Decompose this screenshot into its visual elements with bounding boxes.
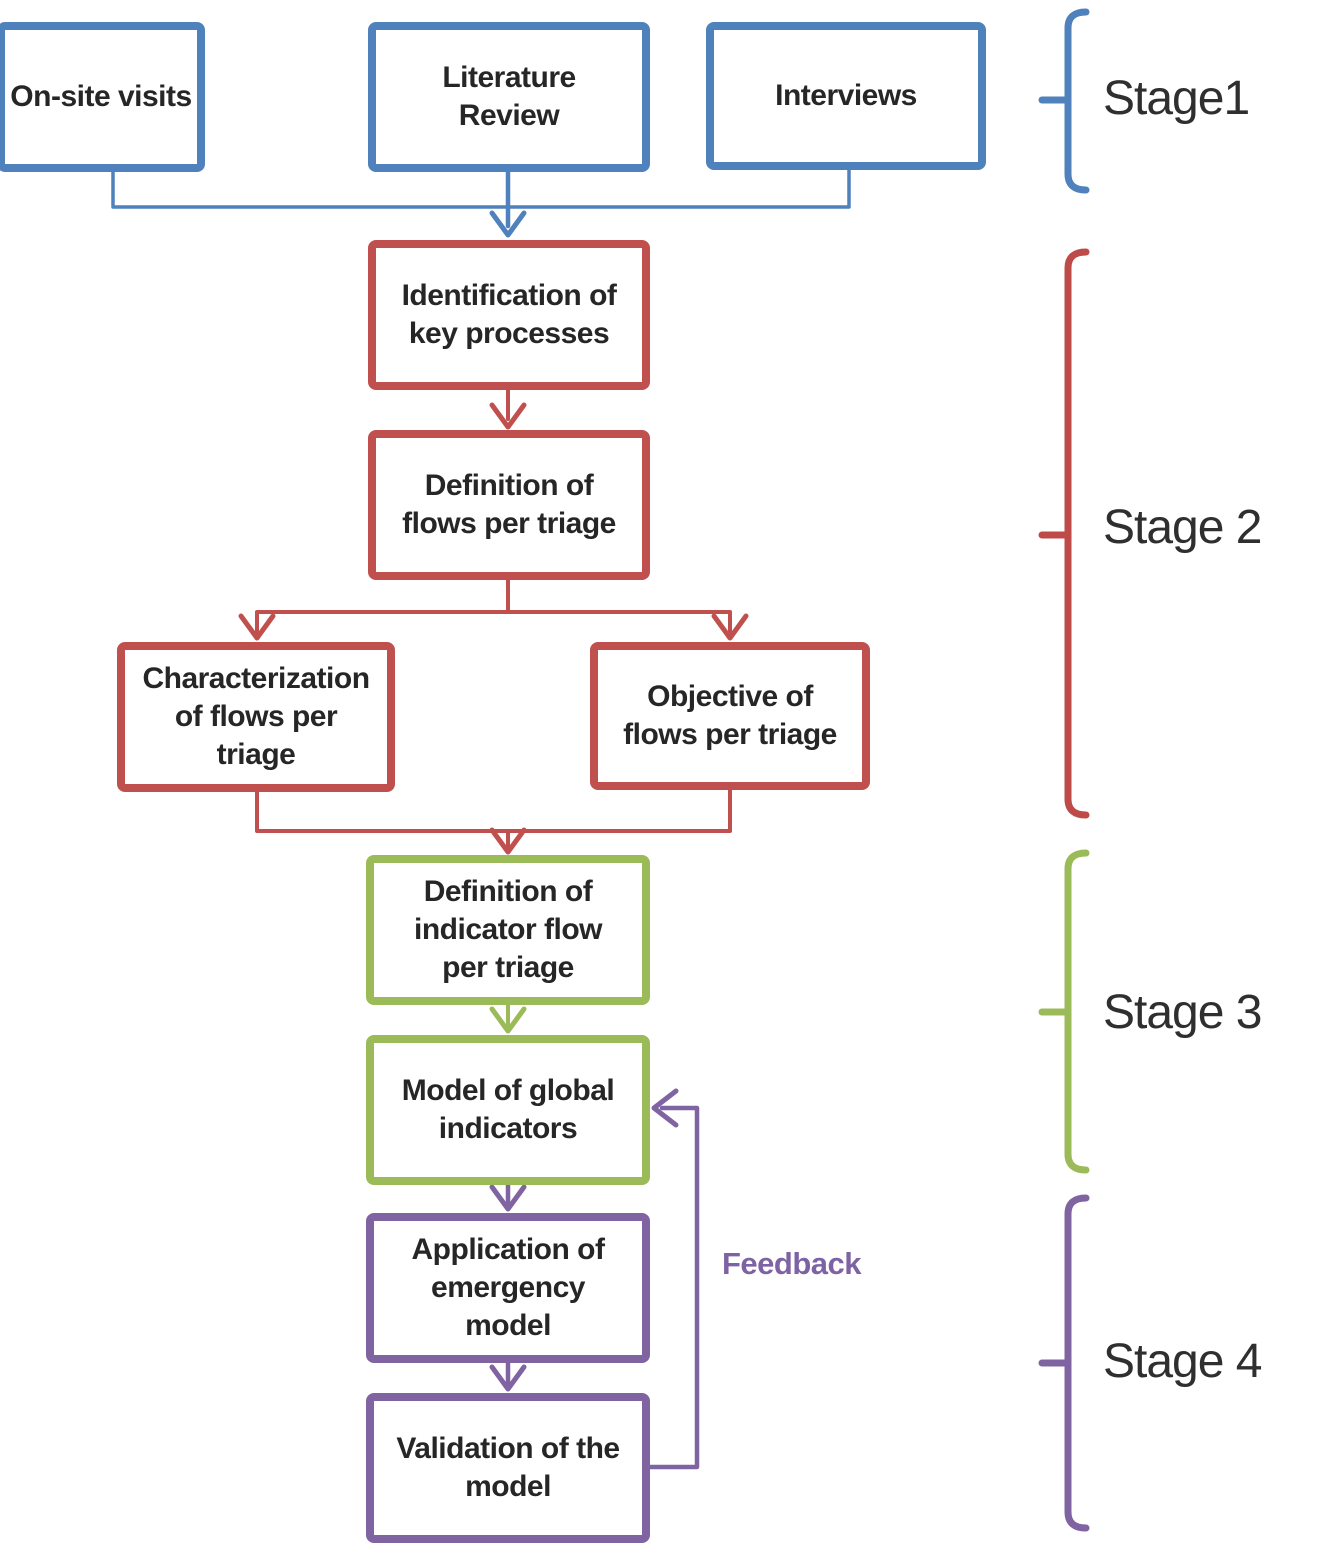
stage4-brace [1038,1194,1090,1532]
box-interviews: Interviews [706,22,986,170]
stage3-label: Stage 3 [1103,986,1262,1039]
box-characterization-flows-per-triage: Characterization of flows per triage [117,642,395,792]
box-model-global-label: Model of global indicators [401,1074,615,1145]
box-definition-flows-per-triage: Definition of flows per triage [368,430,650,580]
box-literature-review: Literature Review [368,22,650,172]
box-identification-key-processes: Identification of key processes [368,240,650,390]
arrow-into-definition-indicator [489,827,527,855]
box-validation-model: Validation of the model [366,1393,650,1543]
stage3-connectors [489,1003,527,1034]
box-model-global-indicators: Model of global indicators [366,1035,650,1185]
stage1-brace [1038,8,1090,194]
box-application-emergency-model: Application of emergency model [366,1213,650,1363]
arrow-into-application [489,1184,527,1212]
stage1-label: Stage1 [1103,72,1250,125]
feedback-label: Feedback [722,1246,862,1281]
arrow-into-validation [489,1364,527,1392]
arrow-into-objective [711,613,749,641]
arrow-into-definition-flows [489,402,527,430]
box-definition-indicator-flow-per-triage: Definition of indicator flow per triage [366,855,650,1005]
box-on-site-visits: On-site visits [0,22,205,172]
box-definition-indicator-label: Definition of indicator flow per triage [414,875,603,984]
arrow-into-identification [489,210,527,238]
arrow-into-model-global [489,1006,527,1034]
stage2-brace [1038,248,1090,819]
stage4-label: Stage 4 [1103,1335,1262,1388]
stage2-label: Stage 2 [1103,501,1262,554]
stage1-connectors [111,166,851,238]
box-objective-label: Objective of flows per triage [623,680,837,751]
box-on-site-visits-label: On-site visits [10,80,192,114]
box-characterization-label: Characterization of flows per triage [142,662,370,771]
arrow-into-characterization [238,613,276,641]
box-definition-flows-label: Definition of flows per triage [402,469,616,540]
stage2-connectors [238,388,749,855]
stage4-connectors [489,1088,700,1470]
box-application-label: Application of emergency model [411,1233,605,1342]
feedback-line [647,1105,700,1470]
box-validation-label: Validation of the model [396,1432,620,1503]
box-literature-review-label: Literature Review [442,61,576,132]
box-objective-flows-per-triage: Objective of flows per triage [590,642,870,790]
box-identification-label: Identification of key processes [401,279,617,350]
stage3-brace [1038,849,1090,1174]
box-interviews-label: Interviews [775,79,917,113]
feedback-arrowhead [651,1088,679,1128]
